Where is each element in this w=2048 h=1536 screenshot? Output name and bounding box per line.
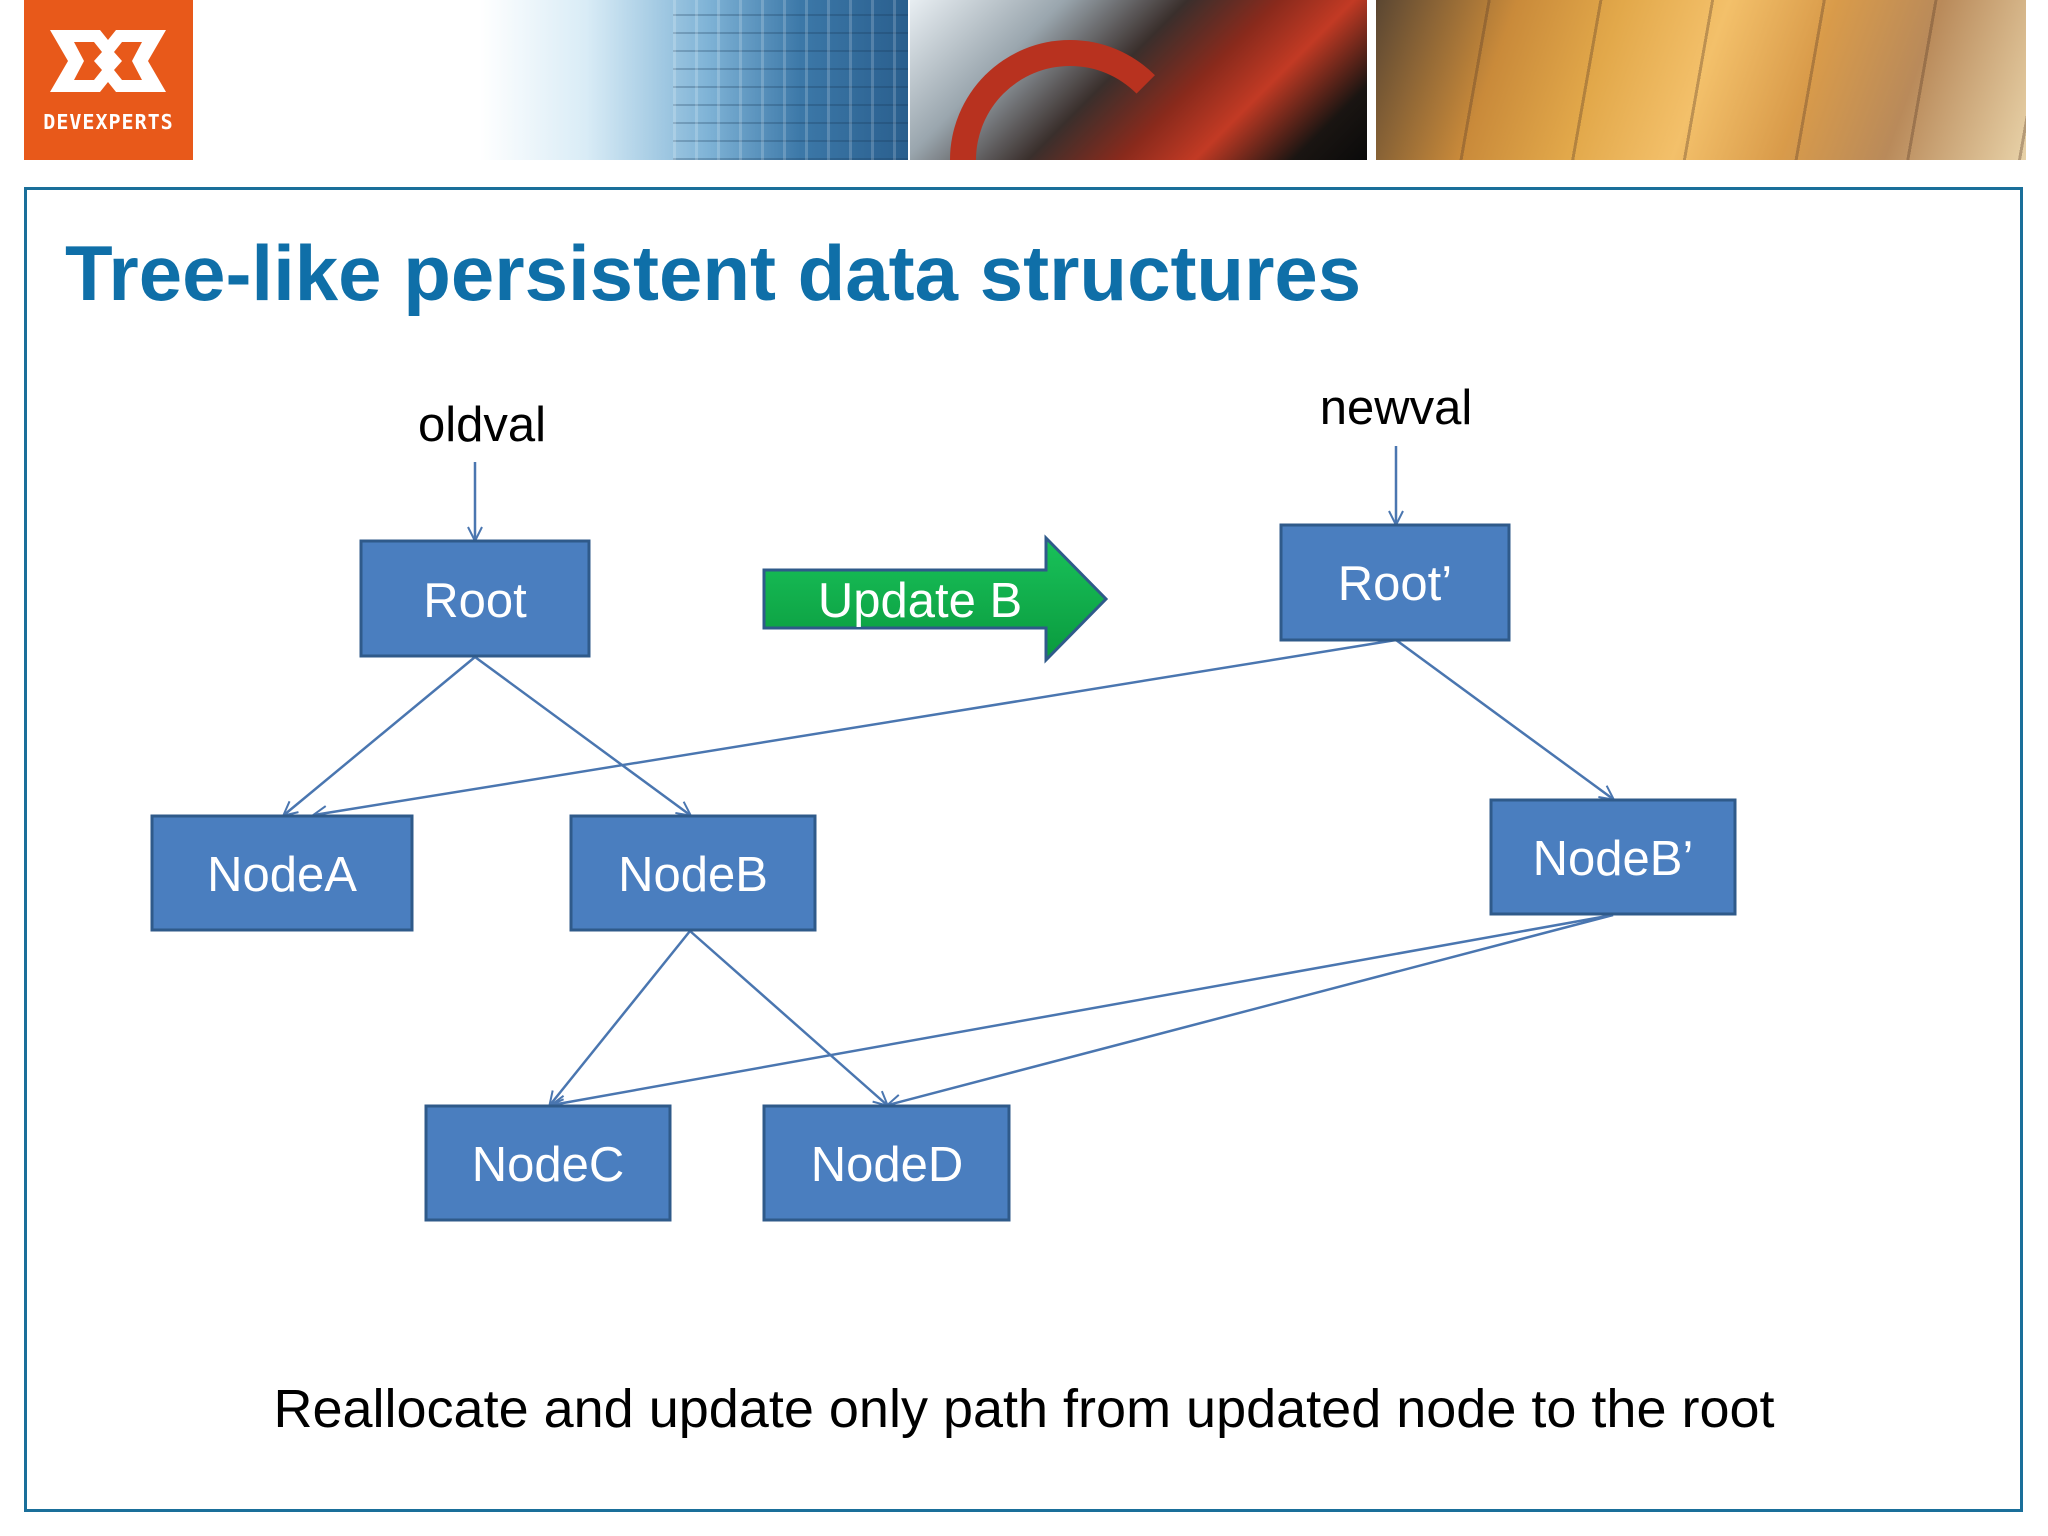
node-a: NodeA	[150, 814, 414, 932]
oldval-label: oldval	[418, 398, 546, 452]
node-b: NodeB	[569, 814, 817, 932]
node-root-label: Root	[423, 574, 527, 628]
banner-photo-gold-facade	[1376, 0, 2026, 160]
edge-nodebnew-to-nodec	[552, 913, 1614, 1105]
banner-photo-facade-lines	[1376, 0, 2026, 160]
node-d-label: NodeD	[811, 1138, 964, 1192]
edge-rootnew-to-nodea	[314, 638, 1397, 815]
banner-photo-tower-grid	[673, 0, 908, 160]
node-root: Root	[359, 539, 591, 658]
node-b-new: NodeB’	[1489, 798, 1737, 916]
node-a-label: NodeA	[207, 848, 357, 902]
edge-nodeb-to-noded	[689, 930, 887, 1105]
edge-nodeb-to-nodec	[550, 930, 691, 1105]
devexperts-logo: DEVEXPERTS	[24, 0, 193, 160]
slide-caption: Reallocate and update only path from upd…	[273, 1379, 1775, 1439]
node-c: NodeC	[424, 1104, 672, 1222]
node-b-label: NodeB	[618, 848, 768, 902]
logo-wordmark: DEVEXPERTS	[43, 110, 174, 134]
newval-label: newval	[1320, 381, 1473, 435]
update-b-arrow: Update B	[762, 534, 1109, 664]
header-banner	[193, 0, 2026, 160]
node-c-label: NodeC	[472, 1138, 625, 1192]
edge-nodebnew-to-noded	[888, 913, 1614, 1105]
slide-title: Tree-like persistent data structures	[65, 229, 1362, 317]
node-root-new: Root’	[1279, 523, 1511, 642]
update-b-label: Update B	[818, 574, 1022, 628]
banner-photo-glass-tower	[193, 0, 908, 160]
node-b-new-label: NodeB’	[1533, 832, 1694, 886]
edge-root-to-nodeb	[474, 655, 690, 815]
node-d: NodeD	[762, 1104, 1011, 1222]
devexperts-logo-icon	[50, 30, 166, 92]
edge-rootnew-to-nodebnew	[1395, 638, 1613, 799]
node-root-new-label: Root’	[1338, 557, 1452, 611]
edge-root-to-nodea	[284, 656, 476, 815]
